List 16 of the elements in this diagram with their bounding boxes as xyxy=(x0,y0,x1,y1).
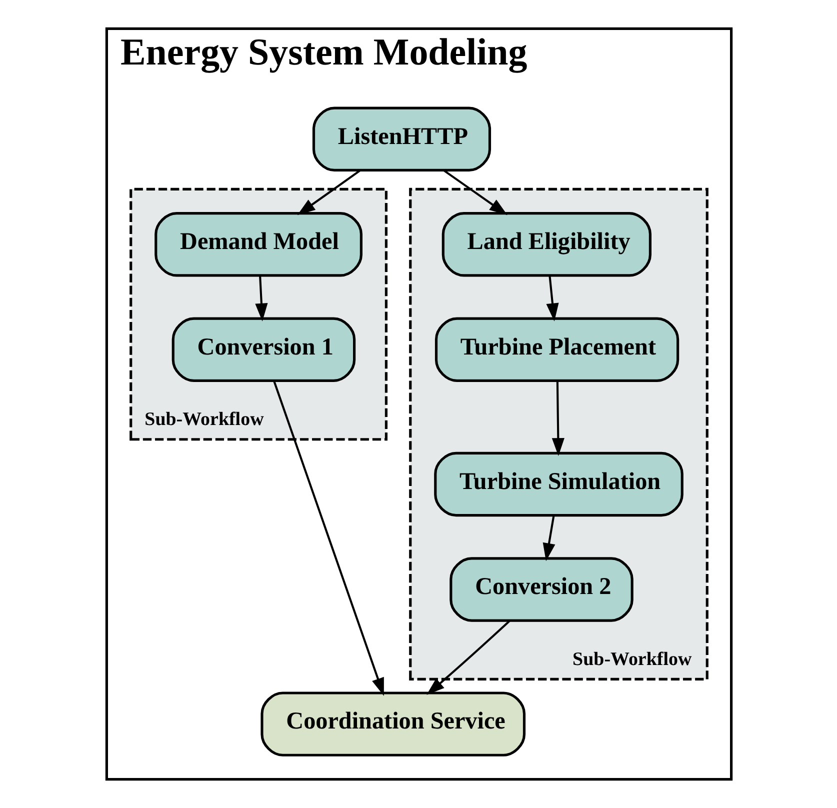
node-box: ListenHTTP xyxy=(312,106,491,172)
node-box: Coordination Service xyxy=(260,692,526,756)
arrow xyxy=(426,620,510,695)
node-box: Conversion 1 xyxy=(171,317,356,382)
arrow xyxy=(296,169,360,216)
node-box: Turbine Placement xyxy=(434,317,679,382)
arrow xyxy=(551,381,564,456)
node-box: Turbine Simulation xyxy=(434,452,683,517)
arrow xyxy=(254,276,268,322)
node-box: Land Eligibility xyxy=(441,212,651,277)
arrow xyxy=(542,515,555,562)
arrow xyxy=(272,380,384,696)
arrow xyxy=(546,275,558,322)
node-box: Demand Model xyxy=(154,212,362,277)
arrow xyxy=(442,169,507,216)
node-box: Conversion 2 xyxy=(449,557,633,622)
